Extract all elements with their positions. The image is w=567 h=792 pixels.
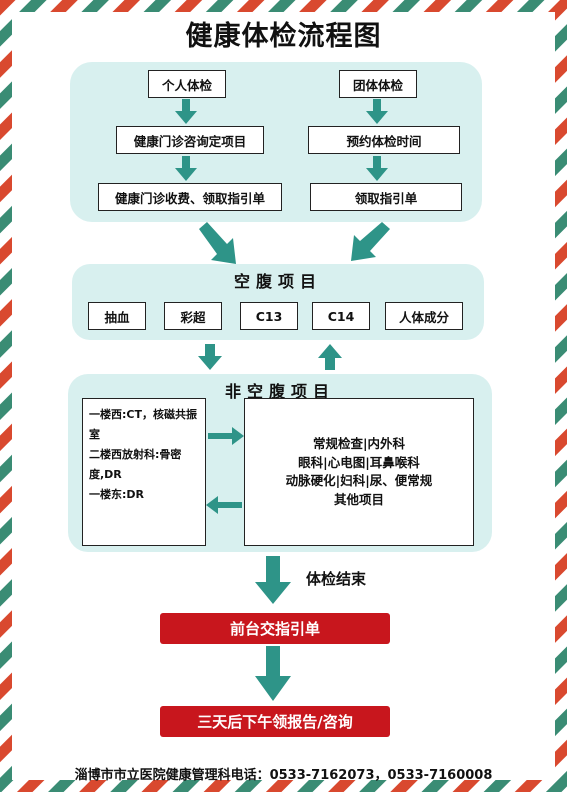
arrow-down-icon — [198, 344, 222, 370]
location-dr-east: 一楼东:DR — [89, 488, 144, 501]
arrow-down-icon — [366, 99, 388, 124]
fasting-item-ultrasound: 彩超 — [164, 302, 222, 330]
location-radiology: 二楼西放射科:骨密度,DR — [89, 448, 182, 481]
arrow-right-icon — [208, 427, 244, 445]
appointment-box: 预约体检时间 — [308, 126, 460, 154]
arrow-down-icon — [255, 556, 291, 604]
get-guide-sheet-box: 领取指引单 — [310, 183, 462, 211]
contact-footer: 淄博市市立医院健康管理科电话：0533-7162073，0533-7160008 — [74, 768, 493, 783]
arrow-diagonal-icon — [199, 222, 236, 264]
nonfasting-item-line-4: 其他项目 — [333, 491, 384, 507]
fasting-heading: 空腹项目 — [233, 272, 322, 291]
nonfasting-items-box: 常规检查|内外科 眼科|心电图|耳鼻喉科 动脉硬化|妇科|尿、便常规 其他项目 — [244, 398, 474, 546]
fasting-item-blood: 抽血 — [88, 302, 146, 330]
nonfasting-heading: 非空腹项目 — [224, 382, 335, 401]
report-step: 三天后下午领报告/咨询 — [160, 706, 390, 737]
clinic-consult-box: 健康门诊咨询定项目 — [116, 126, 264, 154]
arrow-left-icon — [206, 496, 242, 514]
arrow-down-icon — [175, 156, 197, 181]
arrow-down-icon — [255, 646, 291, 701]
location-ct-mri: 一楼西:CT，核磁共振室 — [89, 408, 197, 441]
nonfasting-item-line-1: 常规检查|内外科 — [312, 436, 406, 451]
arrow-down-icon — [366, 156, 388, 181]
fasting-item-c13: C13 — [240, 302, 298, 330]
front-desk-step: 前台交指引单 — [160, 613, 390, 644]
individual-checkup-box: 个人体检 — [148, 70, 226, 98]
arrow-down-icon — [175, 99, 197, 124]
page-title: 健康体检流程图 — [185, 21, 382, 52]
fasting-item-body-composition: 人体成分 — [385, 302, 463, 330]
group-checkup-box: 团体体检 — [339, 70, 417, 98]
arrow-up-icon — [318, 344, 342, 370]
fasting-item-c14: C14 — [312, 302, 370, 330]
checkup-end-label: 体检结束 — [306, 570, 367, 588]
locations-box: 一楼西:CT，核磁共振室 二楼西放射科:骨密度,DR 一楼东:DR — [82, 398, 206, 546]
nonfasting-item-line-3: 动脉硬化|妇科|尿、便常规 — [285, 473, 433, 488]
clinic-payment-box: 健康门诊收费、领取指引单 — [98, 183, 282, 211]
arrow-diagonal-icon — [351, 222, 390, 261]
nonfasting-item-line-2: 眼科|心电图|耳鼻喉科 — [298, 454, 420, 470]
